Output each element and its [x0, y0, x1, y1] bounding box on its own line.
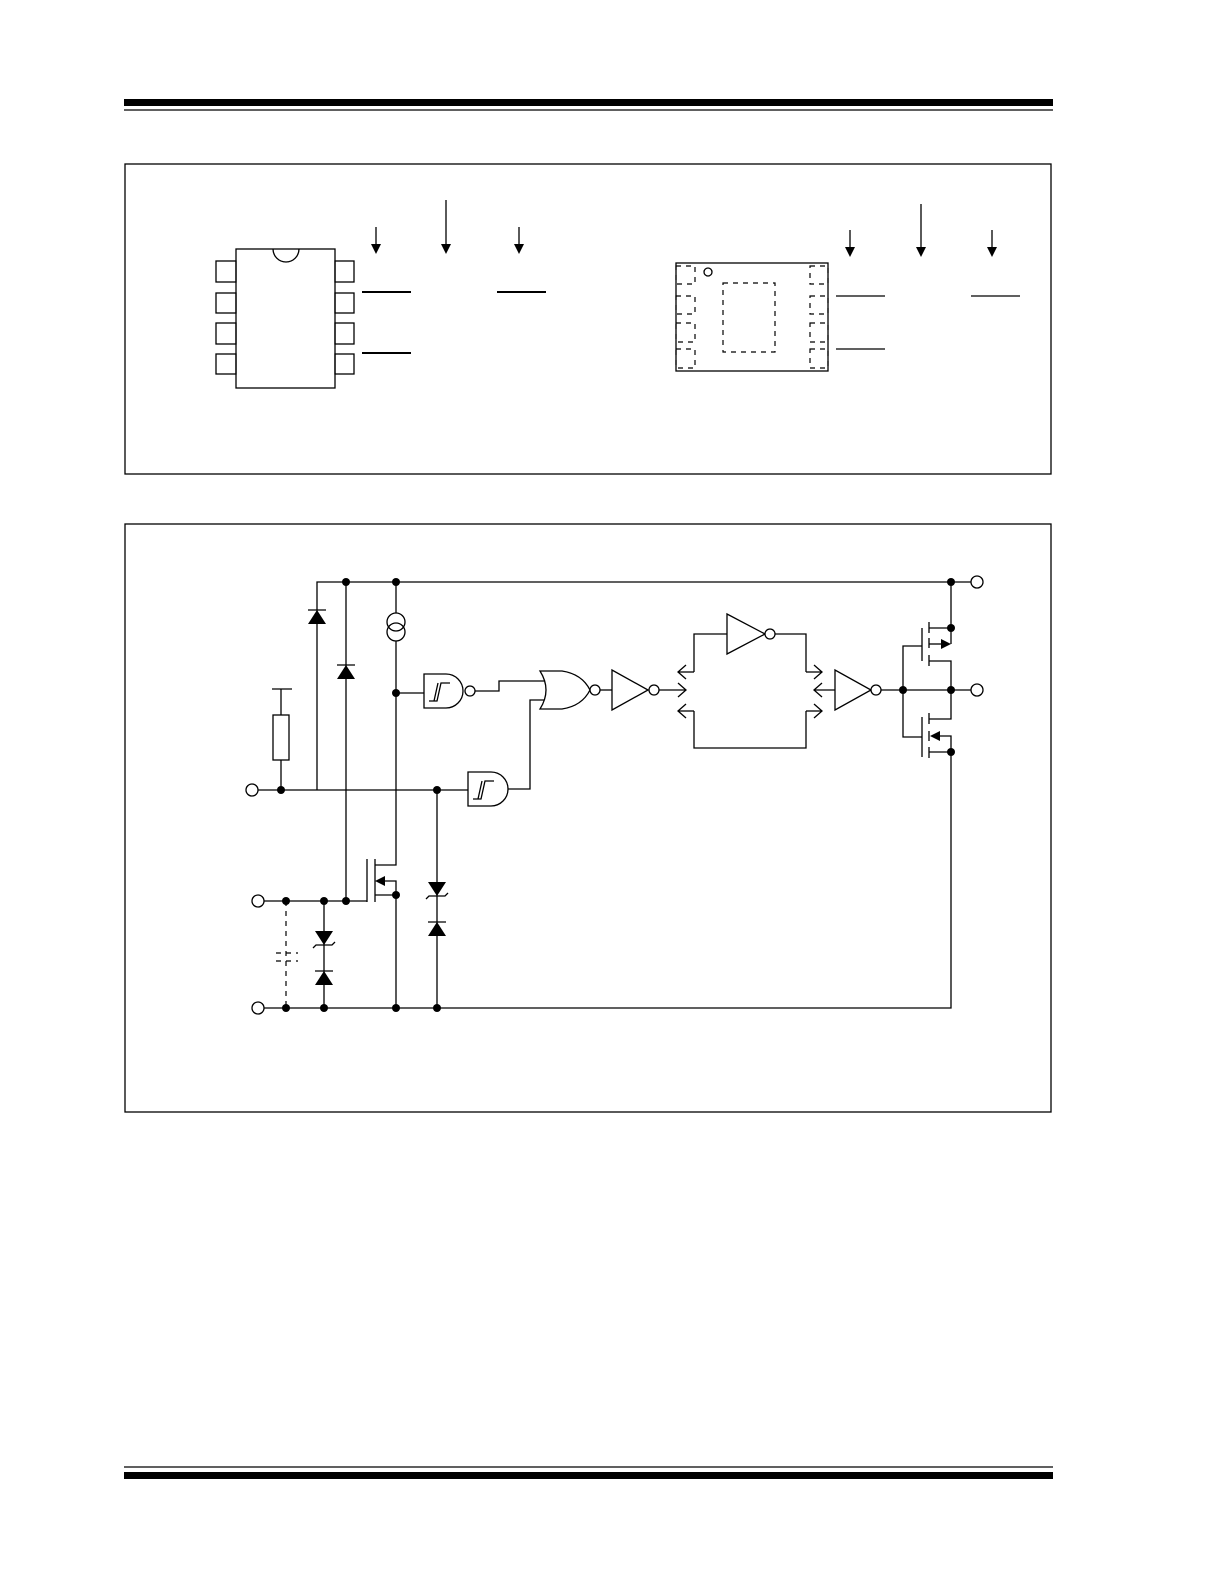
arrow-down-icon — [916, 204, 926, 257]
zener-diode-icon — [425, 882, 449, 900]
current-source-icon — [386, 612, 406, 642]
circuit-wires — [258, 581, 971, 1009]
dfn-pin-arrows — [836, 204, 1020, 350]
terminal-icon — [245, 783, 259, 797]
inverter-2 — [726, 612, 776, 656]
terminal-pins — [245, 575, 984, 1015]
transistor-arrows — [375, 639, 951, 886]
arrow-down-icon — [514, 227, 524, 254]
dip-package-drawing — [215, 248, 355, 389]
package-figure-frame — [124, 163, 1052, 475]
arrow-down-icon — [441, 200, 451, 254]
dip-pin-arrows — [362, 200, 546, 354]
header-rule — [124, 99, 1053, 111]
resistor-icon — [272, 714, 290, 761]
schmitt-and-gate — [467, 771, 509, 807]
loop-chevrons — [677, 664, 823, 719]
nor-gate — [538, 670, 601, 710]
zener-diode-icon — [312, 931, 336, 949]
diode-symbols — [308, 609, 449, 985]
arrow-down-icon — [371, 227, 381, 254]
dfn-package-drawing — [675, 262, 829, 372]
terminal-icon — [251, 894, 265, 908]
diode-icon — [315, 970, 333, 985]
footer-rule — [124, 1466, 1053, 1479]
inverter-3 — [834, 668, 882, 712]
diode-icon — [428, 921, 446, 936]
arrow-down-icon — [845, 230, 855, 257]
schmitt-nand-gate — [423, 673, 476, 709]
diode-icon — [308, 609, 326, 624]
terminal-icon — [251, 1001, 265, 1015]
block-diagram-frame — [124, 523, 1052, 1113]
terminal-icon — [970, 575, 984, 589]
inverter-1 — [611, 668, 660, 712]
junction-dots — [277, 578, 955, 1012]
diode-icon — [337, 664, 355, 679]
terminal-icon — [970, 683, 984, 697]
arrow-down-icon — [987, 230, 997, 257]
